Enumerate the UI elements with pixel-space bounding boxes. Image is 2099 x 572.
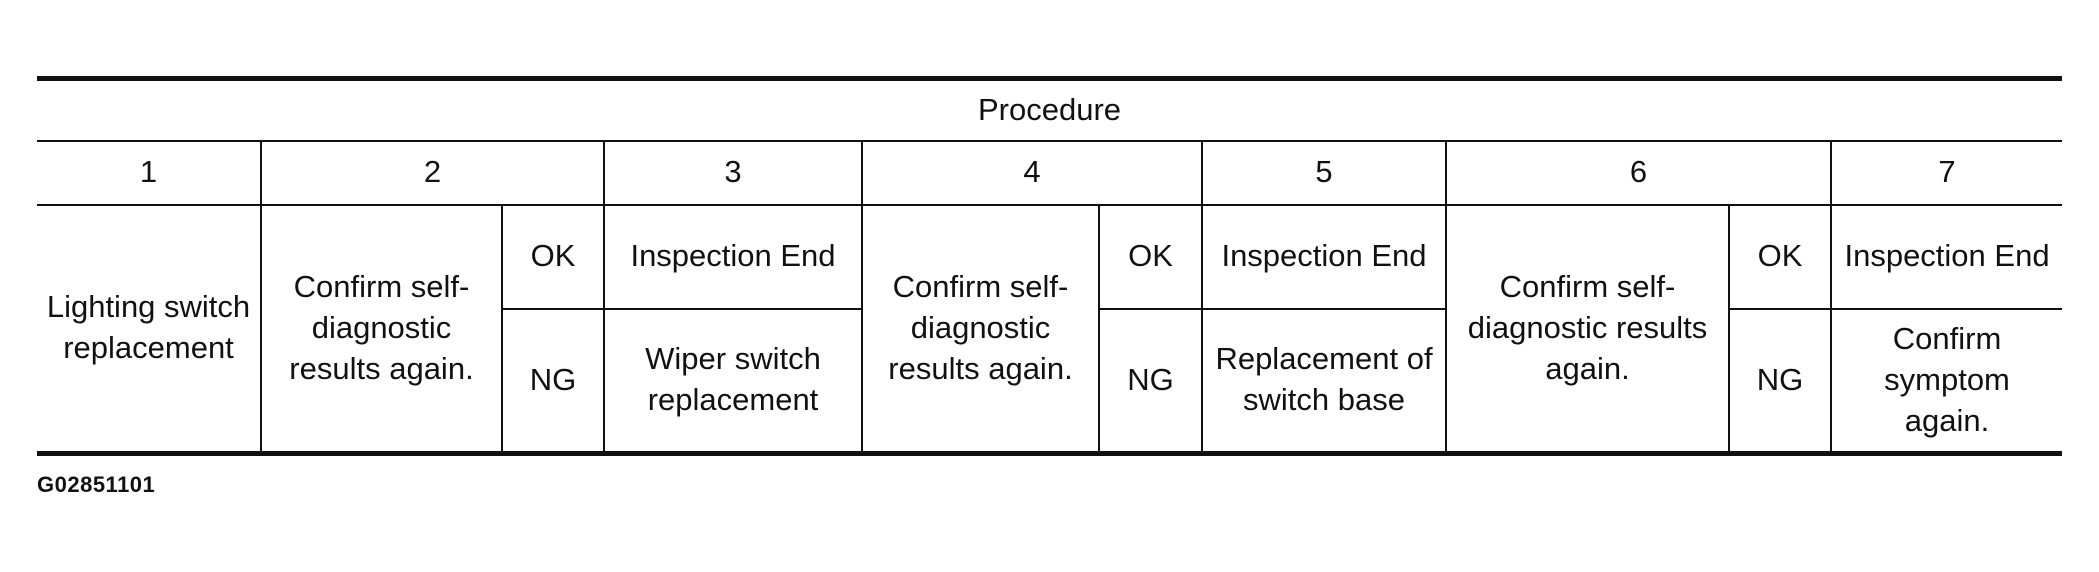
step-number-row: 1 2 3 4 5 6 7 [37,139,2063,206]
procedure-header: Procedure [37,76,2063,142]
ok-result-row: Lighting switch replacement Confirm self… [37,203,2063,456]
step6-ng-label: NG [1728,307,1832,456]
step3-ng-result: Wiper switch replacement [603,307,863,456]
step-number-5: 5 [1201,139,1447,206]
step-number-2: 2 [260,139,605,206]
procedure-table: Procedure 1 2 3 4 5 6 7 Lighting switch … [37,76,2063,456]
figure-id: G02851101 [37,472,156,497]
step4-ng-label: NG [1098,307,1203,456]
step-number-7: 7 [1829,139,2063,206]
step-number-1: 1 [37,139,262,206]
ng-result-row: NG Wiper switch replacement NG Replaceme… [37,307,2063,456]
step5-ng-result: Replacement of switch base [1201,307,1447,456]
step6-action: Confirm self-diagnostic results again. [1445,203,1730,456]
step4-ok-label: OK [1098,203,1203,310]
step-number-6: 6 [1445,139,1832,206]
step4-action: Confirm self-diagnostic results again. [861,203,1100,456]
step5-ok-result: Inspection End [1201,203,1447,310]
step3-ok-result: Inspection End [603,203,863,310]
step7-ng-result: Confirm symptom again. [1829,307,2063,456]
step2-ok-label: OK [501,203,605,310]
step-number-3: 3 [603,139,863,206]
step6-ok-label: OK [1728,203,1832,310]
step2-action: Confirm self-diagnostic results again. [260,203,503,456]
step-number-4: 4 [861,139,1203,206]
step7-ok-result: Inspection End [1829,203,2063,310]
step2-ng-label: NG [501,307,605,456]
procedure-header-row: Procedure [37,76,2063,142]
step1-action: Lighting switch replacement [37,203,262,456]
